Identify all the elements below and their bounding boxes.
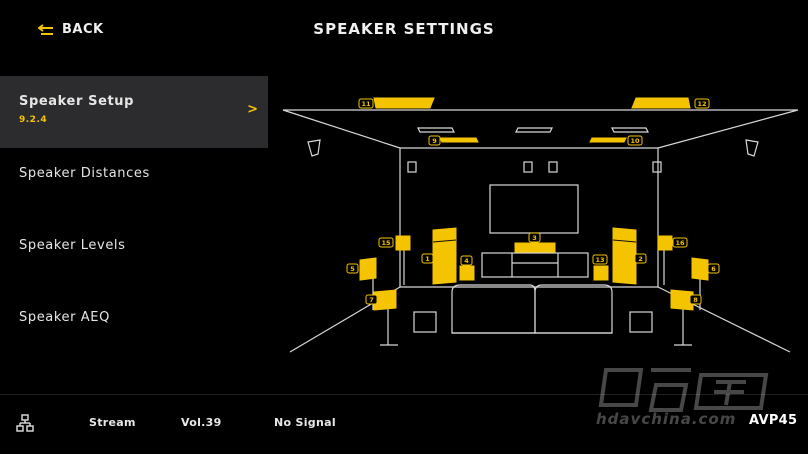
footer-divider [0, 394, 808, 395]
menu-item-label: Speaker Setup [19, 94, 135, 109]
volume-level: Vol.39 [181, 416, 222, 429]
status-bar: Stream Vol.39 No Signal [0, 404, 808, 444]
menu-item-label: Speaker AEQ [19, 310, 110, 325]
speaker-badge-13: 13 [592, 254, 608, 265]
header: BACK SPEAKER SETTINGS [0, 0, 808, 62]
speaker-badge-5: 5 [346, 263, 359, 274]
speaker-layout-diagram: 11 12 9 10 3 15 16 1 2 4 13 5 6 7 8 [282, 97, 799, 353]
speaker-badge-6: 6 [707, 263, 720, 274]
svg-text:16: 16 [675, 239, 685, 247]
svg-text:6: 6 [711, 265, 716, 273]
back-label: BACK [62, 22, 104, 37]
svg-text:8: 8 [693, 296, 698, 304]
speaker-config-value: 9.2.4 [19, 115, 48, 125]
back-arrow-icon [38, 23, 53, 35]
speaker-badge-9: 9 [428, 135, 441, 146]
model-name: AVP45 [749, 413, 798, 428]
settings-menu: Speaker Setup 9.2.4 > Speaker Distances … [0, 76, 268, 364]
menu-item-label: Speaker Levels [19, 238, 126, 253]
svg-text:15: 15 [381, 239, 391, 247]
speaker-badge-10: 10 [627, 135, 643, 146]
speaker-badge-2: 2 [634, 253, 647, 264]
svg-text:1: 1 [425, 255, 430, 263]
svg-text:3: 3 [532, 234, 537, 242]
menu-item-speaker-levels[interactable]: Speaker Levels [0, 220, 268, 292]
watermark-logo [598, 368, 769, 412]
menu-item-speaker-aeq[interactable]: Speaker AEQ [0, 292, 268, 364]
svg-text:10: 10 [630, 137, 640, 145]
speaker-badge-7: 7 [365, 294, 378, 305]
speaker-badge-16: 16 [672, 237, 688, 248]
speaker-badge-1: 1 [421, 253, 434, 264]
signal-status: No Signal [274, 416, 336, 429]
svg-text:11: 11 [361, 100, 371, 108]
speaker-badge-4: 4 [460, 255, 473, 266]
menu-item-label: Speaker Distances [19, 166, 150, 181]
menu-item-speaker-distances[interactable]: Speaker Distances [0, 148, 268, 220]
speaker-badge-11: 11 [358, 98, 374, 109]
stream-status: Stream [89, 416, 136, 429]
svg-text:5: 5 [350, 265, 355, 273]
svg-text:4: 4 [464, 257, 469, 265]
svg-text:2: 2 [638, 255, 643, 263]
svg-text:12: 12 [697, 100, 706, 108]
back-button[interactable]: BACK [38, 22, 104, 37]
speaker-badge-12: 12 [694, 98, 710, 109]
menu-item-speaker-setup[interactable]: Speaker Setup 9.2.4 > [0, 76, 268, 148]
svg-text:7: 7 [369, 296, 374, 304]
network-icon [16, 414, 34, 432]
speaker-badge-15: 15 [378, 237, 394, 248]
speaker-badge-3: 3 [528, 232, 541, 243]
page-title: SPEAKER SETTINGS [313, 20, 495, 38]
chevron-right-icon: > [247, 102, 258, 117]
watermark-text: hdavchina.com [596, 410, 737, 428]
speaker-badge-8: 8 [689, 294, 702, 305]
svg-text:13: 13 [595, 256, 604, 264]
svg-text:9: 9 [432, 137, 437, 145]
